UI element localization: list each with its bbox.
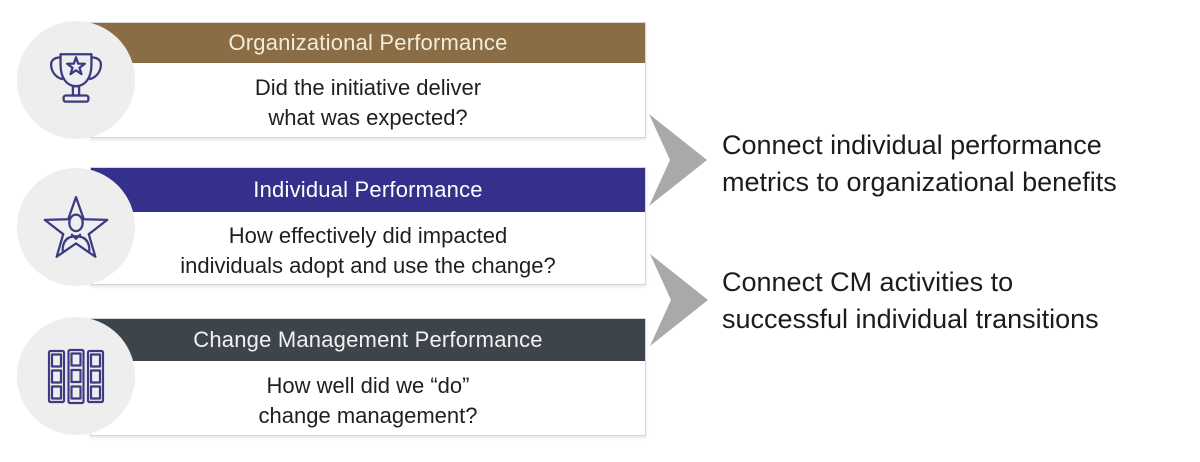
chevron-right-arrow-icon [650,254,710,346]
card-organizational-performance: Organizational Performance Did the initi… [90,22,646,138]
card-change-management-performance-header: Change Management Performance [91,319,645,361]
callout-individual-to-organizational: Connect individual performance metrics t… [722,127,1117,201]
card-change-management-performance-body: How well did we “do” change management? [91,361,645,435]
callout-line: successful individual transitions [722,304,1099,334]
chevron-right-arrow-icon [649,114,709,206]
callout-cm-to-individual: Connect CM activities to successful indi… [722,264,1099,338]
card-title: Change Management Performance [193,327,543,352]
card-body-line: Did the initiative deliver [254,74,482,100]
card-title: Individual Performance [253,177,483,202]
trophy-icon [17,21,135,139]
card-individual-performance-header: Individual Performance [91,168,645,212]
card-change-management-performance: Change Management Performance How well d… [90,318,646,436]
card-organizational-performance-body: Did the initiative deliver what was expe… [91,63,645,137]
card-title: Organizational Performance [228,30,508,55]
kanban-grid-icon [17,317,135,435]
card-body-line: How well did we “do” [266,372,470,398]
callout-line: Connect individual performance [722,130,1102,160]
star-person-icon [17,168,135,286]
callout-line: metrics to organizational benefits [722,167,1117,197]
card-body-line: what was expected? [268,104,468,130]
card-individual-performance-body: How effectively did impacted individuals… [91,212,645,284]
card-individual-performance: Individual Performance How effectively d… [90,167,646,285]
card-body-line: individuals adopt and use the change? [180,252,556,278]
callout-line: Connect CM activities to [722,267,1014,297]
card-body-line: change management? [258,402,478,428]
card-organizational-performance-header: Organizational Performance [91,23,645,63]
card-body-line: How effectively did impacted [228,222,508,248]
